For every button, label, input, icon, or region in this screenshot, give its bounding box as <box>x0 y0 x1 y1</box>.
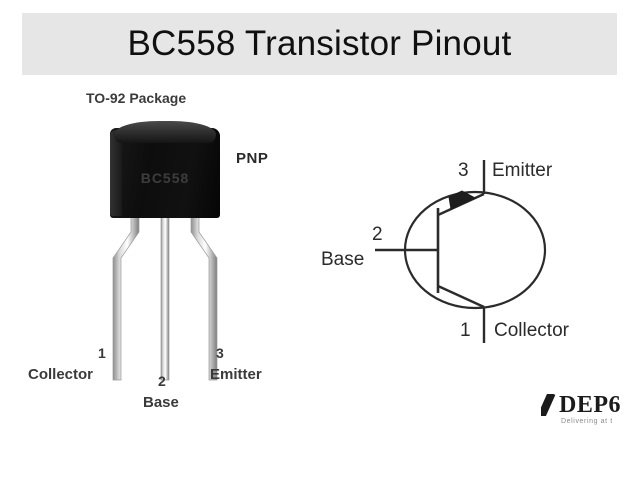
symbol-emitter-number: 3 <box>458 160 469 181</box>
to92-part-marking: BC558 <box>140 170 190 186</box>
to92-package-caption: TO-92 Package <box>86 90 187 106</box>
to92-body-face <box>110 128 220 218</box>
brand-watermark: DEP6 Delivering at t <box>541 392 640 432</box>
package-pin-1-number: 1 <box>98 345 106 361</box>
leg-collector <box>112 211 140 381</box>
pnp-schematic-symbol: 3 Emitter 2 Base 1 Collector <box>320 0 640 480</box>
to92-package-diagram: TO-92 Package PNP BC558 1 Collector 2 Ba… <box>28 90 269 411</box>
symbol-base-number: 2 <box>372 224 383 245</box>
pnp-polarity-label: PNP <box>236 150 269 167</box>
package-pin-2-number: 2 <box>158 373 166 389</box>
to92-body-side-shading <box>110 130 122 216</box>
watermark-row: DEP6 <box>541 392 640 418</box>
package-pin-2-name: Base <box>143 394 179 411</box>
leg-base <box>160 211 170 381</box>
package-pin-1-name: Collector <box>28 366 94 383</box>
watermark-tagline: Delivering at t <box>561 418 613 425</box>
to92-body-top-bevel <box>114 121 216 143</box>
page-title: BC558 Transistor Pinout <box>127 24 512 63</box>
symbol-collector-slant <box>437 284 485 309</box>
package-pin-3-name: Emitter <box>210 366 262 383</box>
title-banner: BC558 Transistor Pinout <box>22 13 617 75</box>
leg-emitter <box>190 211 218 381</box>
symbol-pnp-arrowhead <box>448 190 477 210</box>
symbol-emitter-label: Emitter <box>492 160 553 181</box>
package-pin-3-number: 3 <box>216 345 224 361</box>
symbol-collector-label: Collector <box>494 320 569 341</box>
symbol-base-label: Base <box>321 249 365 270</box>
pnp-symbol-graphic <box>375 160 547 343</box>
to92-body: BC558 <box>110 118 220 218</box>
slash-mark-icon <box>541 394 559 416</box>
watermark-brand: DEP6 <box>559 392 621 418</box>
symbol-collector-number: 1 <box>460 320 471 341</box>
